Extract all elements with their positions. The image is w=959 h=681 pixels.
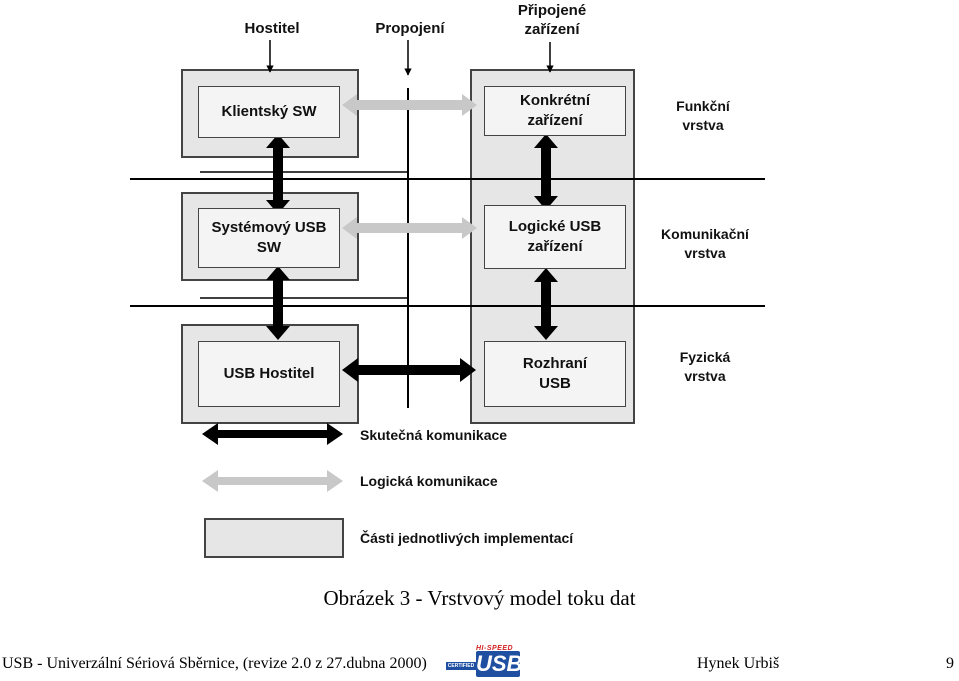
column-label-device-line2: zařízení — [524, 21, 580, 38]
column-label-device-line1: Připojené — [517, 2, 587, 19]
legend-parts-label: Části jednotlivých implementací — [360, 530, 574, 546]
client-sw-label: Klientský SW — [221, 103, 317, 120]
usb-host-box: USB Hostitel — [198, 341, 340, 407]
usb-interface-box: Rozhraní USB — [484, 341, 626, 407]
function-device-label-line1: Konkrétní — [519, 92, 590, 109]
layer-label-physical: Fyzická vrstva — [640, 348, 770, 386]
column-label-interconnect: Propojení — [375, 20, 445, 37]
footer-page-number: 9 — [946, 655, 954, 672]
usb-interface-label-line1: Rozhraní — [522, 355, 588, 372]
logical-usb-device-label-line2: zařízení — [527, 238, 583, 255]
layer-label-physical-line2: vrstva — [684, 368, 726, 384]
system-usb-sw-label-line2: SW — [256, 239, 282, 256]
logical-usb-device-label-line1: Logické USB — [508, 218, 602, 235]
layer-label-functional-line1: Funkční — [676, 98, 730, 114]
legend-real-label: Skutečná komunikace — [360, 427, 508, 443]
system-usb-sw-box: Systémový USB SW — [198, 208, 340, 268]
function-device-label-line2: zařízení — [527, 112, 583, 129]
usb-logo-side-text: CERTIFIED — [446, 662, 476, 670]
logical-usb-device-box: Logické USB zařízení — [484, 205, 626, 269]
layer-label-functional-line2: vrstva — [682, 117, 724, 133]
function-device-box: Konkrétní zařízení — [484, 86, 626, 136]
layer-label-communication: Komunikační vrstva — [640, 225, 770, 263]
system-usb-sw-label-line1: Systémový USB — [211, 219, 327, 236]
usb-host-label: USB Hostitel — [223, 365, 315, 382]
layer-label-physical-line1: Fyzická — [679, 349, 731, 365]
footer-document-title: USB - Univerzální Sériová Sběrnice, (rev… — [2, 655, 427, 672]
legend-parts-swatch — [204, 518, 344, 558]
column-label-device: Připojené zařízení — [497, 1, 607, 39]
layer-label-communication-line2: vrstva — [684, 245, 726, 261]
layer-label-communication-line1: Komunikační — [661, 226, 749, 242]
column-label-host: Hostitel — [244, 20, 300, 37]
usb-logo-main-text: USB — [476, 651, 523, 677]
usb-logo: HI-SPEED CERTIFIED USB — [446, 645, 522, 679]
figure-caption: Obrázek 3 - Vrstvový model toku dat — [323, 586, 636, 610]
usb-logo-top-text: HI-SPEED — [476, 645, 514, 652]
usb-interface-label-line2: USB — [539, 375, 571, 392]
legend-logical-label: Logická komunikace — [360, 473, 498, 489]
layer-label-functional: Funkční vrstva — [638, 97, 768, 135]
footer-author: Hynek Urbiš — [697, 655, 780, 672]
client-sw-box: Klientský SW — [198, 86, 340, 138]
